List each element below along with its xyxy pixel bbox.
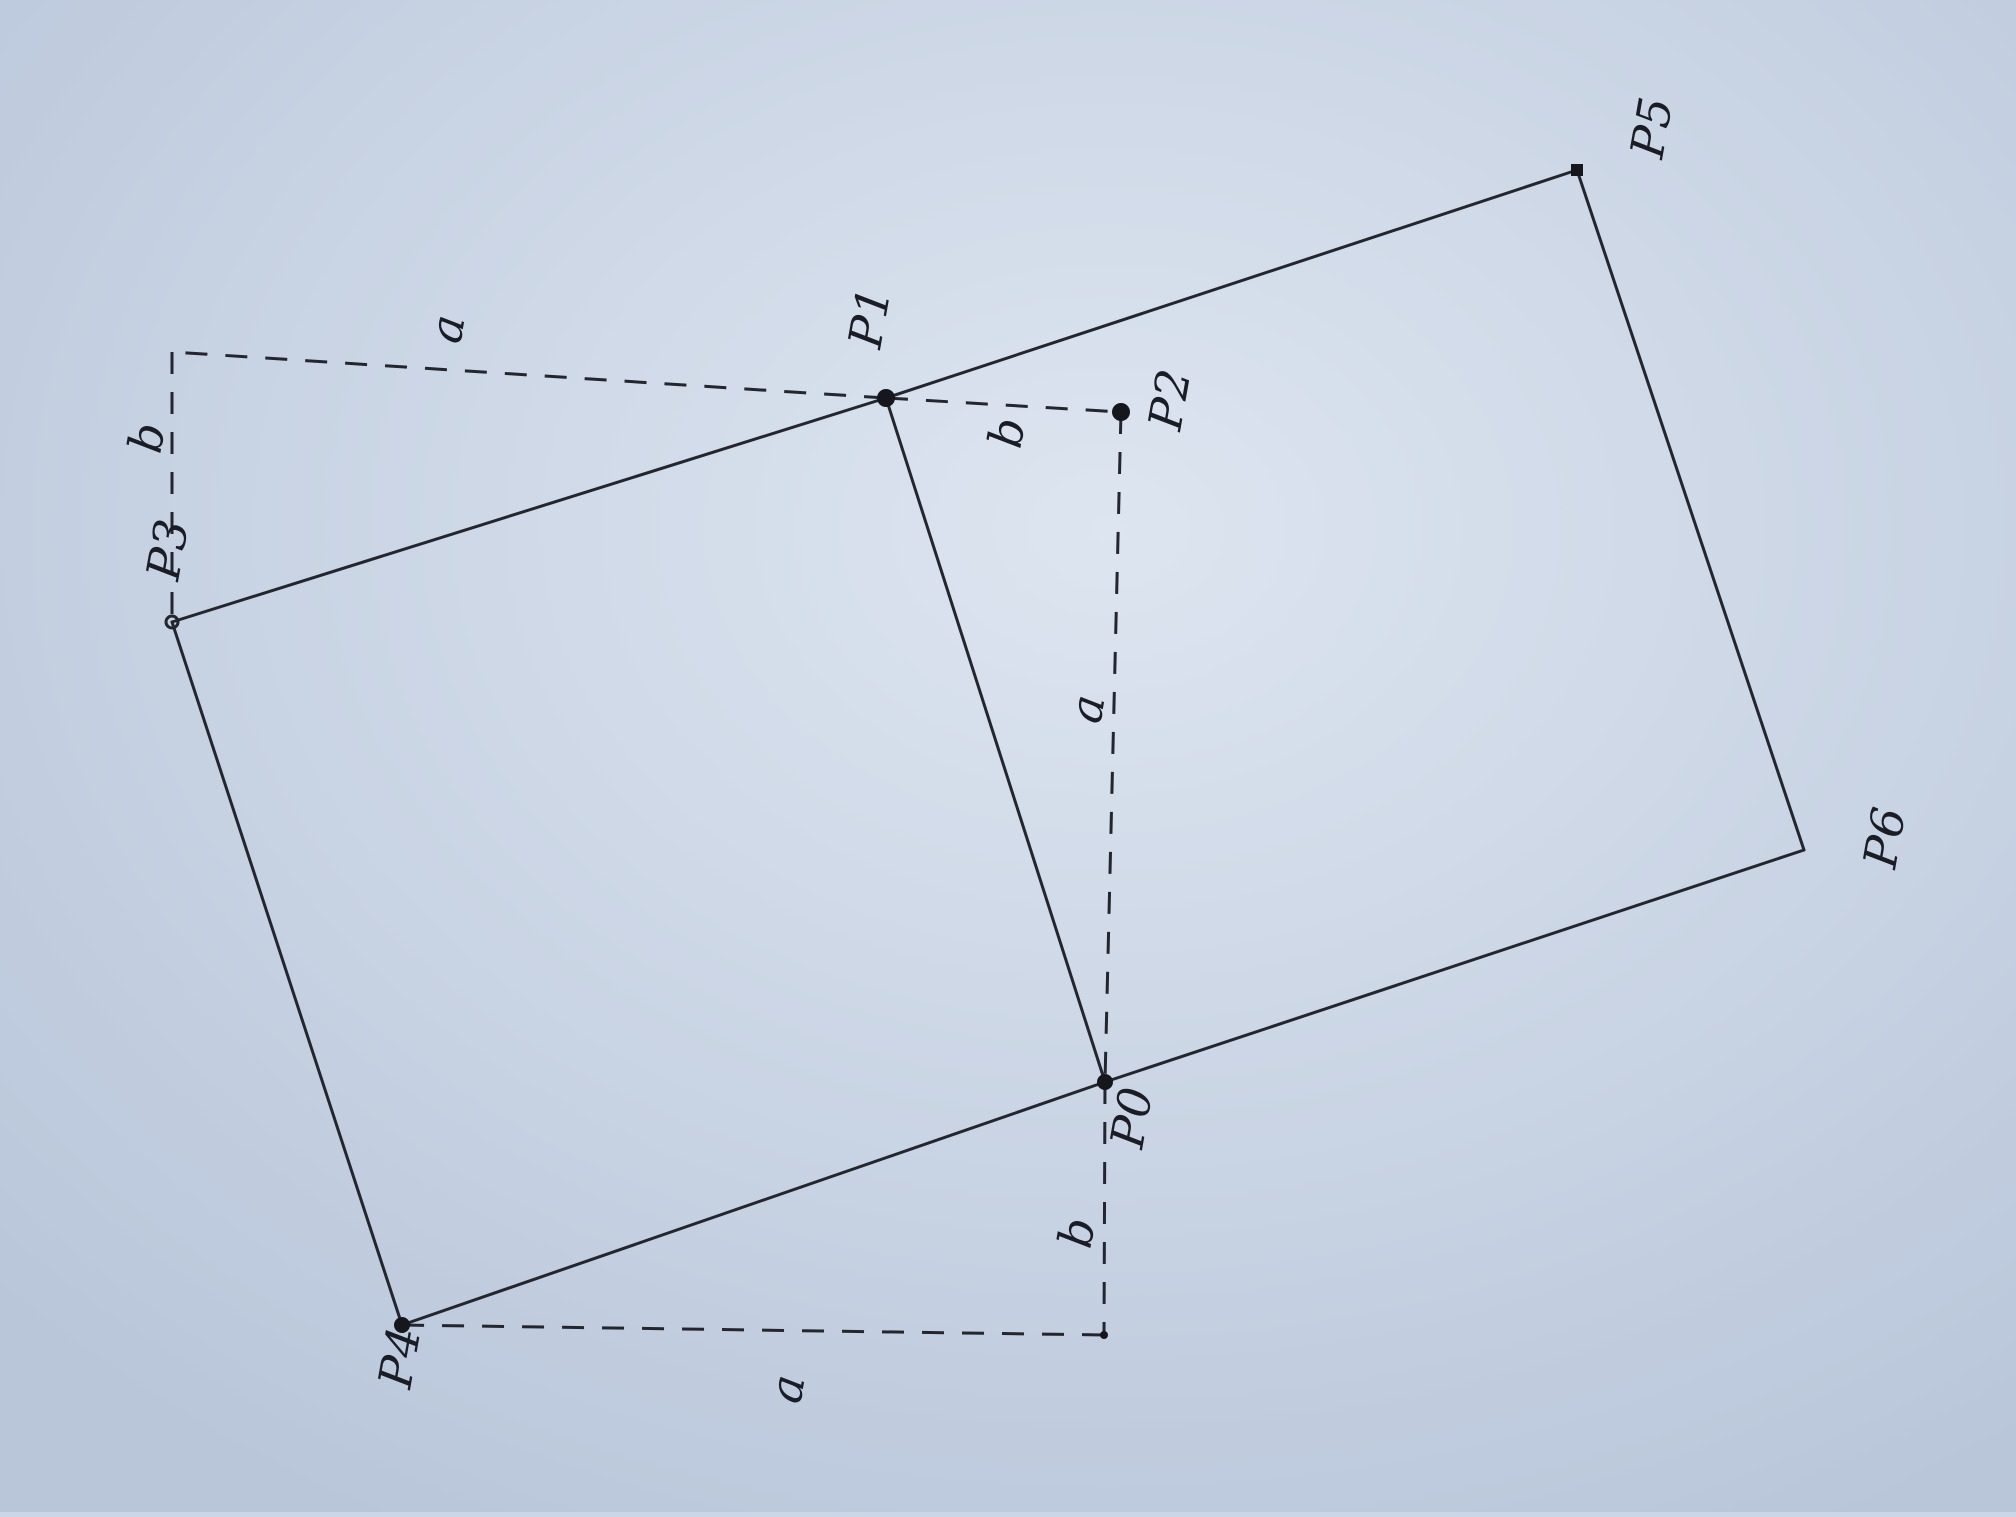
point-p2 <box>1112 403 1130 421</box>
edge-p1-p5 <box>884 168 1579 400</box>
point-p0 <box>1097 1074 1113 1090</box>
point-p4 <box>394 1317 410 1333</box>
edge-p0-p1-shared <box>884 396 1107 1084</box>
label-p3: P3 <box>135 515 199 585</box>
construction-lines <box>170 350 1123 1337</box>
dashed-a-mid <box>1103 411 1123 1083</box>
point-p3 <box>164 614 180 630</box>
vertices <box>164 164 1583 1339</box>
label-p5: P5 <box>1619 93 1683 163</box>
label-p2: P2 <box>1137 365 1201 435</box>
point-p5 <box>1571 164 1583 176</box>
edge-p4-p0 <box>400 1080 1107 1327</box>
edge-p3-p4 <box>170 620 404 1327</box>
edge-p5-p6 <box>1575 168 1806 852</box>
edge-p1-p3 <box>170 396 888 624</box>
label-p6: P6 <box>1852 803 1916 873</box>
point-p1 <box>877 389 895 407</box>
label-p0: P0 <box>1099 1083 1163 1153</box>
corner-dot-bottom <box>1100 1331 1108 1339</box>
edge-p6-p0 <box>1103 848 1806 1084</box>
label-p4: P4 <box>367 1323 431 1393</box>
square-left <box>170 396 1107 1327</box>
rectangle-right <box>884 168 1806 1084</box>
label-p1: P1 <box>837 283 901 353</box>
dashed-b-low <box>1102 1081 1107 1336</box>
